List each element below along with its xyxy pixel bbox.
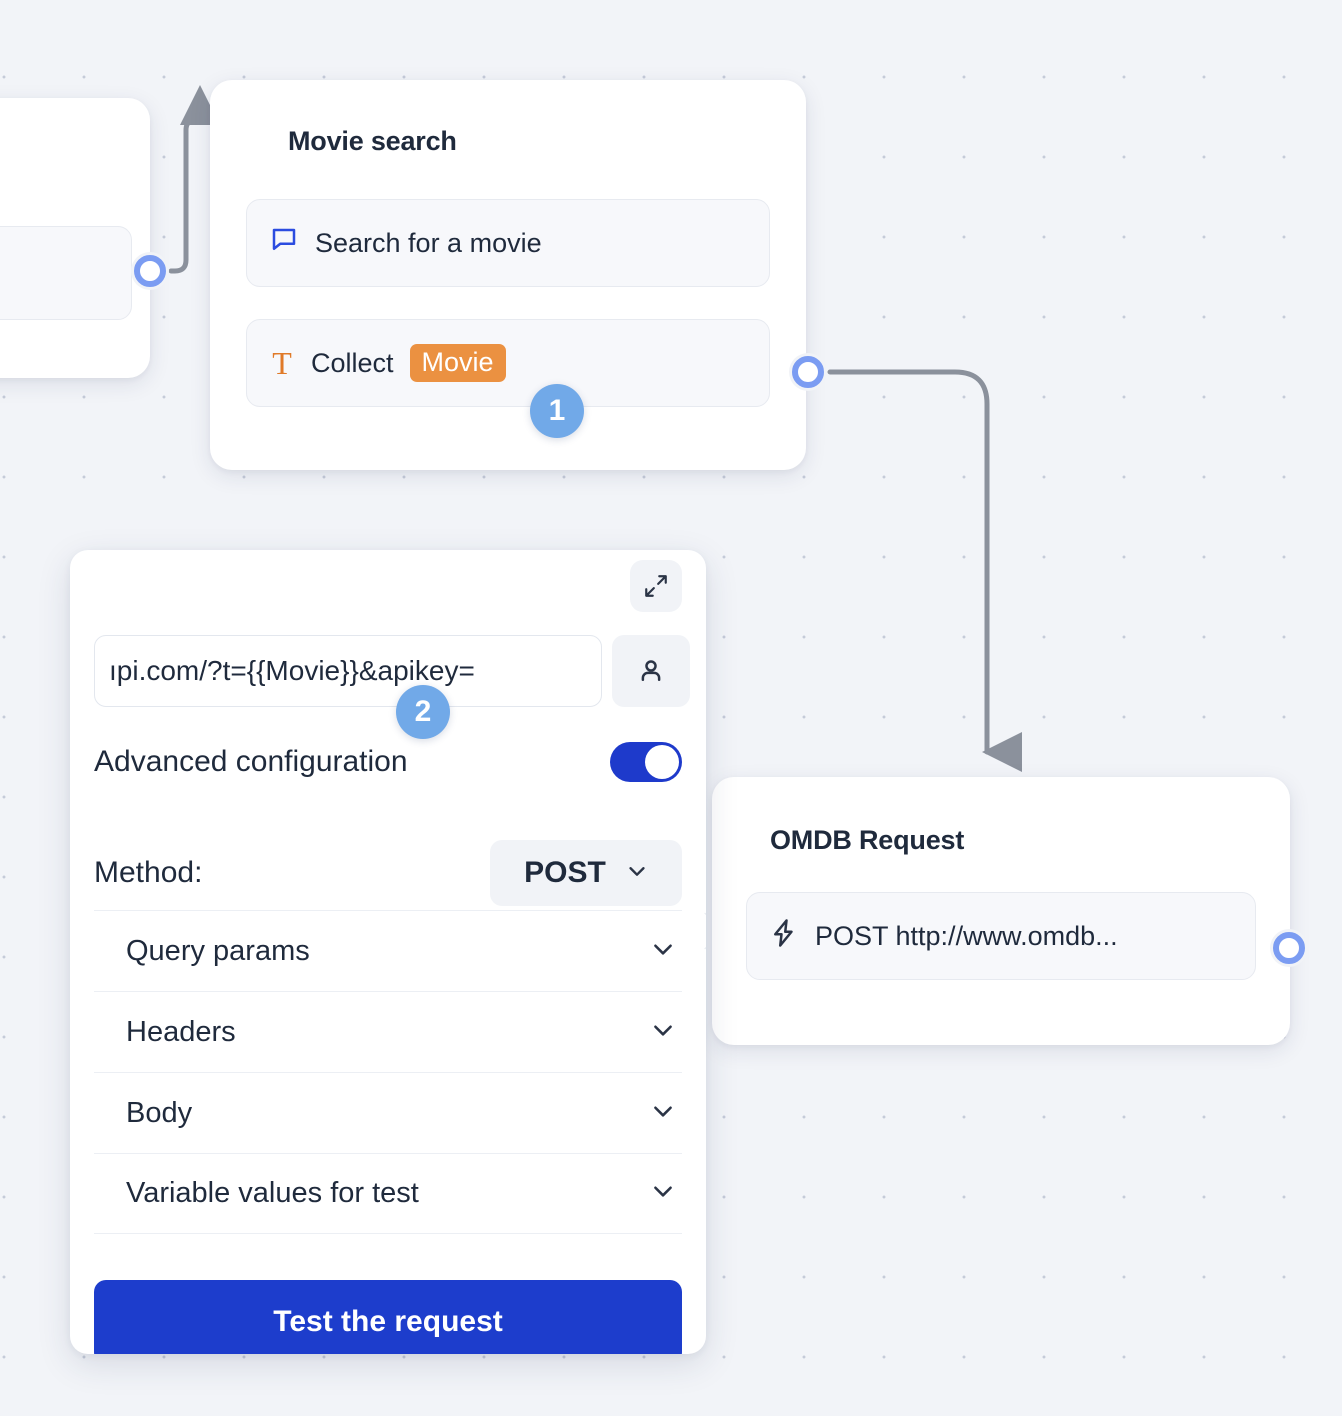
advanced-configuration-row: Advanced configuration <box>94 742 682 782</box>
chevron-down-icon <box>650 1098 676 1129</box>
omdb-request-node-card[interactable]: OMDB Request POST http://www.omdb... <box>712 777 1290 1045</box>
omdb-request-output-port[interactable] <box>1270 929 1308 967</box>
partial-node-row[interactable] <box>0 226 132 320</box>
accordion-label: Variable values for test <box>126 1177 419 1209</box>
accordion-item-query-params[interactable]: Query params <box>94 910 682 991</box>
chevron-down-icon <box>650 936 676 967</box>
node-row-collect-movie[interactable]: T Collect Movie <box>246 319 770 407</box>
accordion-item-body[interactable]: Body <box>94 1072 682 1153</box>
request-url-input[interactable] <box>94 635 602 707</box>
node-row-label: POST http://www.omdb... <box>815 920 1118 951</box>
method-row: Method: POST <box>94 840 682 906</box>
method-select[interactable]: POST <box>490 840 682 906</box>
wire-movie-search-to-omdb <box>827 369 1022 772</box>
advanced-configuration-toggle[interactable] <box>610 742 682 782</box>
method-value: POST <box>524 856 606 889</box>
text-t-icon: T <box>272 345 292 381</box>
panel-pointer-notch <box>686 912 706 950</box>
partial-node-output-port[interactable] <box>131 252 169 290</box>
step-badge-2: 2 <box>396 685 450 739</box>
url-row <box>94 635 690 707</box>
config-sections-accordion: Query params Headers Body Variable value… <box>94 910 682 1234</box>
movie-search-rows: Search for a movie T Collect Movie <box>246 199 770 407</box>
accordion-label: Body <box>126 1096 193 1129</box>
accordion-label: Query params <box>126 934 310 967</box>
accordion-label: Headers <box>126 1015 236 1048</box>
chevron-down-icon <box>650 1178 676 1209</box>
step-badge-1: 1 <box>530 384 584 438</box>
movie-search-title: Movie search <box>288 126 457 156</box>
chevron-down-icon <box>650 1017 676 1048</box>
omdb-request-title: OMDB Request <box>770 825 965 855</box>
movie-search-output-port[interactable] <box>789 353 827 391</box>
node-row-search-for-a-movie[interactable]: Search for a movie <box>246 199 770 287</box>
node-row-post-request[interactable]: POST http://www.omdb... <box>746 892 1256 980</box>
partial-node-card[interactable] <box>0 98 150 378</box>
chat-bubble-icon <box>269 225 299 262</box>
advanced-configuration-label: Advanced configuration <box>94 745 408 778</box>
test-the-request-button[interactable]: Test the request <box>94 1280 682 1354</box>
variable-chip-movie[interactable]: Movie <box>409 343 506 383</box>
request-config-panel[interactable]: Advanced configuration Method: POST Quer… <box>70 550 706 1354</box>
wire-partial-to-movie-search <box>168 85 220 274</box>
node-row-label: Collect <box>311 347 394 378</box>
accordion-item-headers[interactable]: Headers <box>94 991 682 1072</box>
chevron-down-icon <box>626 856 648 890</box>
accordion-item-variable-values-for-test[interactable]: Variable values for test <box>94 1153 682 1234</box>
node-row-label: Search for a movie <box>315 227 542 258</box>
lightning-bolt-icon <box>769 918 799 955</box>
expand-diagonal-icon[interactable] <box>630 560 682 612</box>
movie-search-node-card[interactable]: Movie search Search for a movie T Collec… <box>210 80 806 470</box>
method-label: Method: <box>94 856 203 889</box>
person-icon[interactable] <box>612 635 690 707</box>
